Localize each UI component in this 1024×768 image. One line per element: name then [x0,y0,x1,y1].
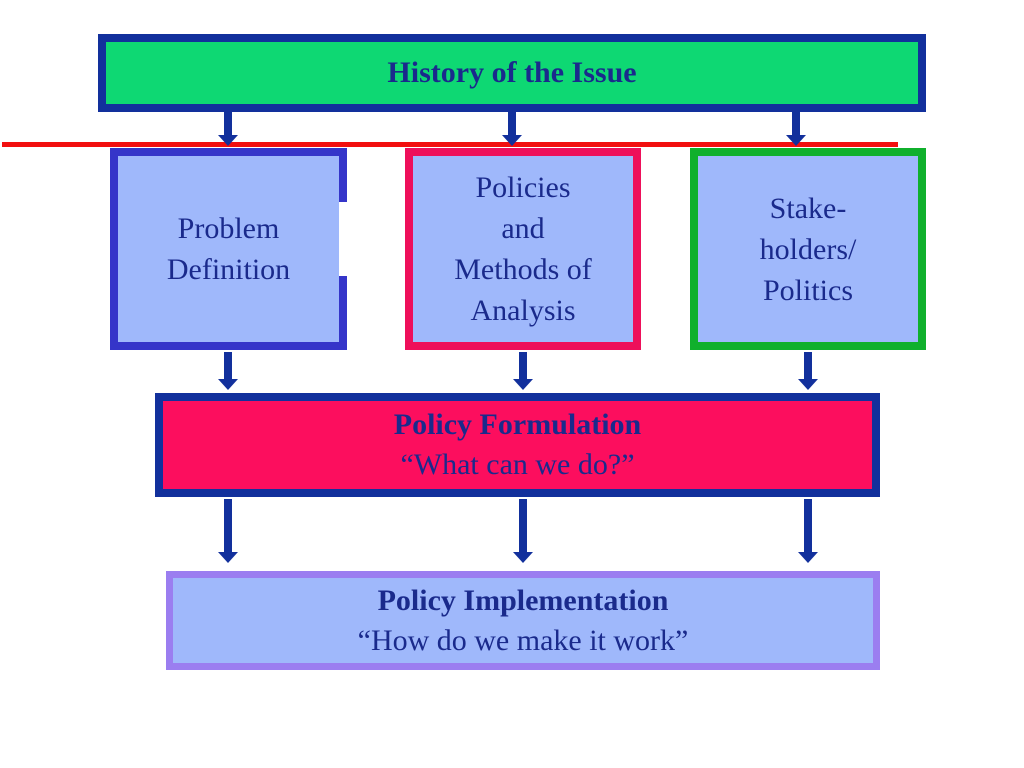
problem-definition-box: Problem Definition [110,148,347,350]
arrow-down-icon [502,112,522,146]
arrow-down-icon [513,352,533,390]
arrow-down-icon [798,352,818,390]
formulation-subtitle: “What can we do?” [400,448,635,481]
policy-implementation-box: Policy Implementation “How do we make it… [166,571,880,670]
policies-methods-box: Policies and Methods of Analysis [405,148,641,350]
arrow-down-icon [218,112,238,146]
arrow-down-icon [218,499,238,563]
box-label-line: Policies [475,171,571,204]
history-title: History of the Issue [387,56,637,89]
box-label-line: Definition [166,253,291,286]
box-label-line: and [501,212,545,245]
border-notch [339,202,347,276]
history-of-issue-box: History of the Issue [98,34,926,112]
formulation-title: Policy Formulation [393,408,642,441]
box-label-line: Problem [177,212,280,245]
policy-formulation-box: Policy Formulation “What can we do?” [155,393,880,497]
box-label-line: Analysis [470,294,576,327]
box-label-line: Stake- [769,191,847,225]
stakeholders-politics-box: Stake- holders/ Politics [690,148,926,350]
arrow-down-icon [218,352,238,390]
arrow-down-icon [513,499,533,563]
box-label-line: Methods of [454,253,592,286]
box-label-line: holders/ [759,232,857,266]
arrow-down-icon [786,112,806,146]
box-label-line: Politics [762,273,853,307]
implementation-subtitle: “How do we make it work” [357,623,689,657]
arrow-down-icon [798,499,818,563]
implementation-title: Policy Implementation [377,583,669,617]
red-divider-line [2,142,898,147]
